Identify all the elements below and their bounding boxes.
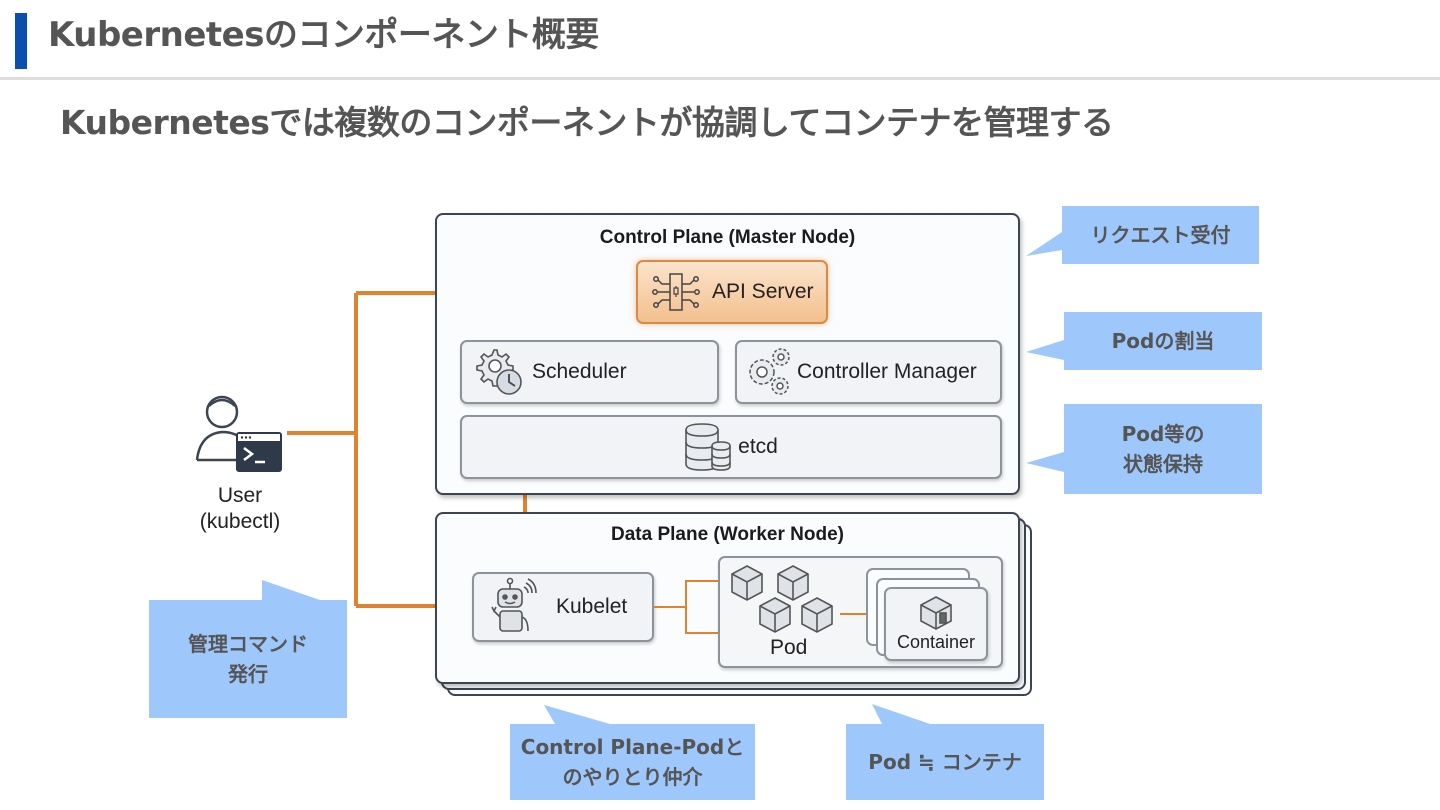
pod-label: Pod [770,636,808,659]
callout-tail-command [262,580,320,600]
page-title: Kubernetesのコンポーネント概要 [48,15,599,55]
callout-request: リクエスト受付 [1062,206,1259,264]
user-terminal-icon [195,395,282,472]
title-divider [0,77,1440,80]
kubelet-label: Kubelet [556,595,628,618]
callout-state: Pod等の 状態保持 [1064,404,1262,494]
api-server-box[interactable]: API Server [636,260,828,324]
gears-icon [749,348,790,395]
callout-tail-pod-assign [1026,340,1064,360]
user-label: User (kubectl) [199,484,281,533]
controller-manager-label: Controller Manager [797,360,977,383]
callout-pod-assign: Podの割当 [1064,312,1262,370]
callout-tail-pod [872,704,930,724]
scheduler-box[interactable]: Scheduler [460,340,719,404]
api-server-label: API Server [712,280,814,303]
pod-box[interactable]: Pod Container [718,556,1003,668]
controller-manager-box[interactable]: Controller Manager [735,340,1002,404]
title-bar: Kubernetesのコンポーネント概要 [0,0,1440,80]
kubelet-pod-connector [654,580,720,634]
data-plane-title: Data Plane (Worker Node) [611,524,844,545]
kubelet-box[interactable]: Kubelet [472,572,654,642]
api-chip-icon [652,273,700,311]
control-plane-title: Control Plane (Master Node) [599,227,856,248]
database-icon [685,423,731,471]
gear-clock-icon [476,349,522,395]
container-label: Container [896,631,976,652]
scheduler-label: Scheduler [532,360,627,383]
title-accent-bar [15,13,27,69]
callout-tail-state [1026,452,1064,472]
callout-command: 管理コマンド 発行 [149,600,347,718]
etcd-label: etcd [738,435,778,458]
callout-kubelet: Control Plane-Podと のやりとり仲介 [510,724,755,800]
cubes-icon [731,565,833,633]
container-cube-icon [920,595,952,630]
etcd-box[interactable]: etcd [460,415,1002,479]
callout-tail-request [1026,232,1062,256]
callout-tail-kubelet [544,705,610,724]
page-subtitle: Kubernetesでは複数のコンポーネントが協調してコンテナを管理する [60,103,1114,142]
callout-pod: Pod ≒ コンテナ [846,724,1044,800]
robot-icon [491,577,537,632]
container-box[interactable]: Container [884,587,988,661]
